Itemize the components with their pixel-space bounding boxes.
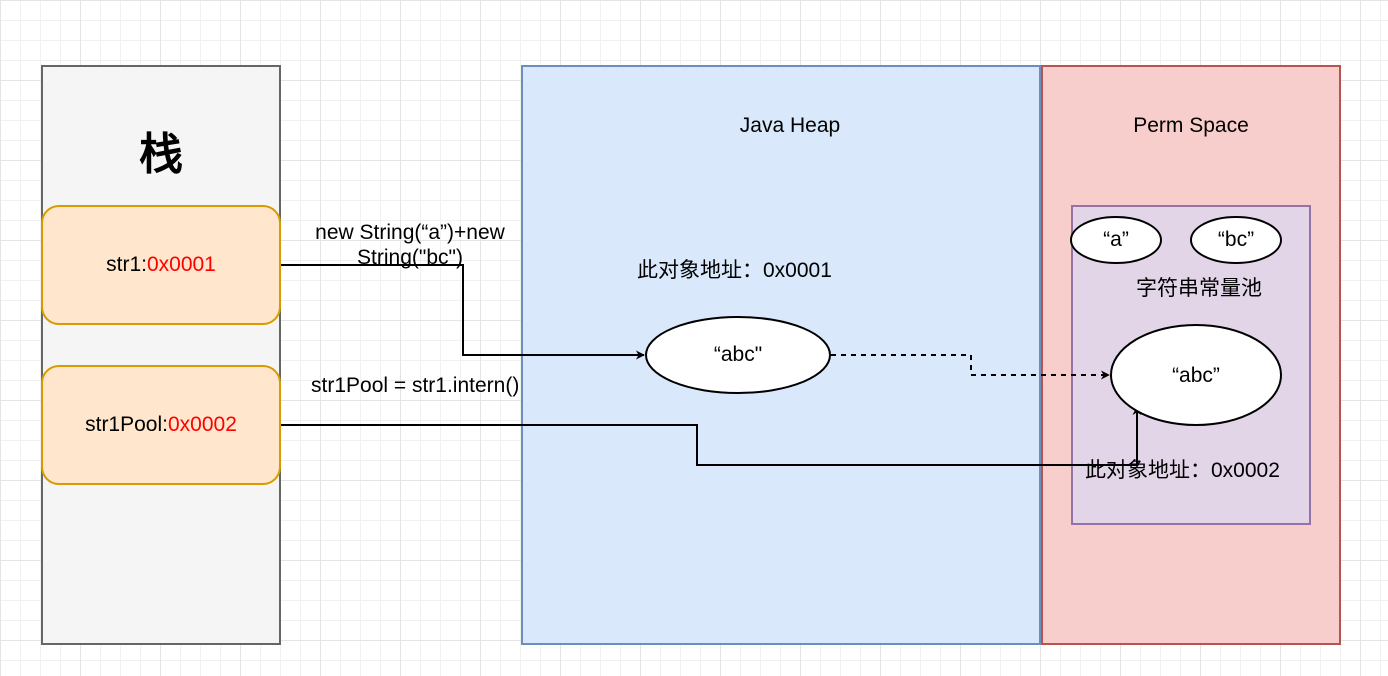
- heap-abc-object: “abc": [713, 343, 763, 366]
- pool-a-ellipse: [1070, 216, 1162, 264]
- heap-object-address-label: 此对象地址：0x0001: [637, 259, 832, 282]
- str1-variable-box[interactable]: str1:0x0001: [41, 205, 281, 325]
- str1-name: str1:: [106, 253, 147, 276]
- str1pool-name: str1Pool:: [85, 413, 168, 436]
- pool-abc-ellipse: [1110, 324, 1282, 426]
- str1-address: 0x0001: [146, 253, 216, 276]
- new-string-edge-label: new String(“a”)+new String("bc"): [290, 220, 530, 270]
- pool-bc-ellipse: [1190, 216, 1282, 264]
- pool-a-literal: “a”: [1103, 228, 1129, 251]
- pool-bc-literal: “bc”: [1217, 228, 1255, 251]
- str1pool-address: 0x0002: [167, 413, 237, 436]
- java-heap-title: Java Heap: [739, 114, 841, 137]
- new-string-edge-label-line2: String("bc"): [357, 246, 463, 269]
- pool-abc-object: “abc”: [1172, 364, 1220, 387]
- str1pool-to-pool-arrow: [281, 406, 1142, 466]
- stack-title: 栈: [139, 130, 183, 179]
- perm-space-title: Perm Space: [1133, 114, 1249, 137]
- heap-to-pool-dashed-arrow: [831, 354, 1110, 380]
- str1-to-heap-arrow: [281, 264, 645, 360]
- new-string-edge-label-line1: new String(“a”)+new: [315, 221, 505, 244]
- stack-region: [41, 65, 281, 645]
- intern-edge-label: str1Pool = str1.intern(): [311, 374, 520, 397]
- heap-abc-ellipse: [645, 316, 831, 394]
- string-constant-pool-label: 字符串常量池: [1136, 277, 1262, 300]
- pool-object-address-label: 此对象地址：0x0002: [1085, 459, 1280, 482]
- str1pool-variable-box[interactable]: str1Pool:0x0002: [41, 365, 281, 485]
